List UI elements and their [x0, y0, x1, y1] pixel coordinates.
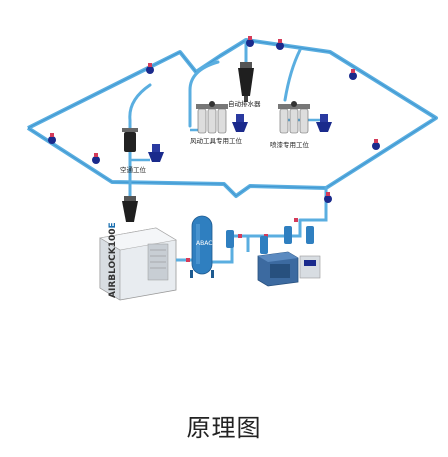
ball-valve-icon	[349, 69, 357, 80]
tank-label: ABAC	[196, 240, 212, 247]
main-pipe-loop	[26, 38, 438, 198]
air-receiver-tank: ABAC	[190, 215, 214, 278]
air-tool-station-label: 风动工具专用工位	[190, 136, 243, 145]
blow-station-label: 空通工位	[120, 165, 147, 174]
auto-drain-icon	[238, 62, 254, 102]
ball-valve-icon	[246, 36, 254, 47]
air-compressor: AIRBLOCK100E	[99, 222, 177, 301]
ball-valve-icon	[48, 133, 56, 144]
refrigerated-dryer	[257, 251, 299, 287]
quick-coupler-icon	[316, 114, 332, 132]
quick-coupler-icon	[232, 114, 248, 132]
ball-valve-icon	[146, 63, 154, 74]
ball-valve-icon	[276, 39, 284, 50]
air-filter-icon	[226, 226, 314, 254]
quick-coupler-icon	[148, 144, 164, 162]
compressor-brand: AIRBLOCK100E	[108, 222, 118, 298]
spray-station-label: 喷漆专用工位	[270, 140, 310, 149]
diagram-caption: 原理图	[186, 414, 262, 442]
auto-drain-icon	[122, 196, 138, 222]
air-filter-icon	[278, 101, 310, 134]
air-filter-icon	[196, 101, 228, 134]
air-filter-icon	[122, 128, 138, 152]
ball-valve-icon	[372, 139, 380, 150]
secondary-dryer	[299, 255, 321, 279]
ball-valve-icon	[324, 192, 332, 203]
auto-drain-label: 自动排水器	[228, 99, 261, 108]
ball-valve-icon	[92, 153, 100, 164]
